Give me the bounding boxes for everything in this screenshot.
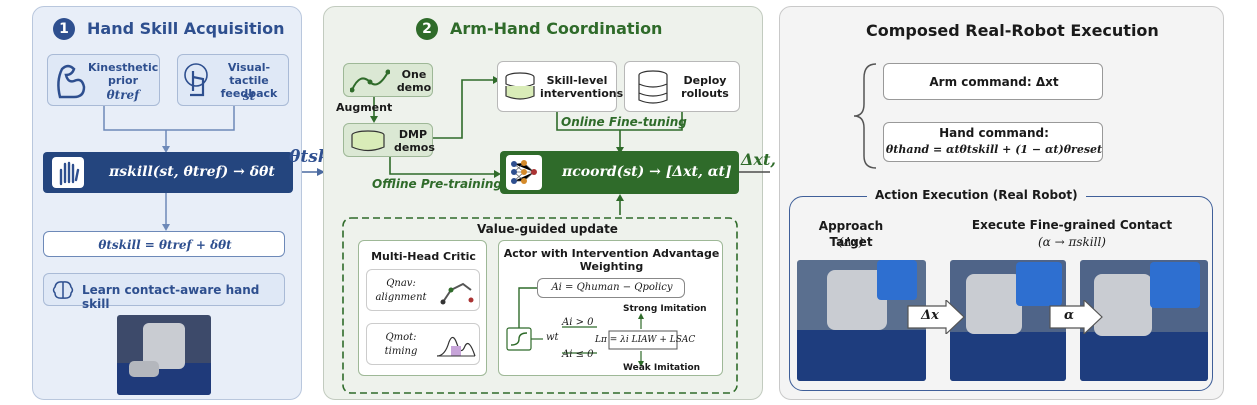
dmp-demos-box: DMP demos [343,123,435,157]
approach-target-symbol: (Δx) [838,235,864,249]
alpha-arrow-label: α [1063,308,1074,323]
panel3-title: Composed Real-Robot Execution [866,21,1159,40]
robot-arm-icon [440,282,474,305]
weak-imitation-label: Weak Imitation [623,363,701,373]
delta-x-arrow [907,300,965,334]
one-demo-label: One demo [396,68,432,94]
alpha-arrow [1049,300,1103,334]
coord-policy-eq: πcoord(st) → [Δxt, αt] [562,164,732,180]
actor-title: Actor with Intervention Advantage Weight… [503,247,720,273]
offline-pretraining-label: Offline Pre-training [372,177,502,191]
deploy-rollouts-box: Deploy rollouts [624,61,740,112]
learn-skill-box: Learn contact-aware hand skill [43,273,285,311]
step-2-badge: 2 [416,18,438,40]
visual-label: Visual-tactile feedback [220,61,278,100]
skill-policy-eq: πskill(st, θtref) → δθt [109,164,275,180]
critic-title: Multi-Head Critic [371,250,476,263]
learn-skill-label: Learn contact-aware hand skill [82,283,260,311]
fine-contact-label: Execute Fine-grained Contact [971,218,1173,232]
panel1-connectors [103,106,325,231]
hand-command-box: Hand command: θthand = αtθtskill + (1 − … [883,122,1103,162]
skill-level-label: Skill-level interventions [540,74,624,100]
q-mot-label: Qmot: timing [384,332,418,357]
theta-skill-eq: θtskill = θtref + δθt [98,238,232,252]
timing-curve-icon [436,336,476,357]
panel2-connectors [342,76,770,394]
fine-contact-symbol: (α → πskill) [1038,235,1106,249]
strong-imitation-label: Strong Imitation [623,304,707,314]
critic-box: Multi-Head Critic Qnav: alignment Qmot: … [358,240,487,376]
contact-photo-1 [950,260,1066,381]
advantage-box: Ai = Qhuman − Qpolicy [537,278,685,298]
panel1-title: Hand Skill Acquisition [87,19,285,38]
q-nav-box: Qnav: alignment [366,269,480,311]
online-finetuning-label: Online Fine-tuning [561,115,687,129]
arm-command-box: Arm command: Δxt [883,63,1103,100]
robot-hand-icon [52,157,84,188]
skill-policy-bar: πskill(st, θtref) → δθt [43,152,293,193]
kinesthetic-label: Kinesthetic prior [88,61,159,87]
loss-eq: Lπ = λi LIAW + LSAC [595,335,696,345]
deploy-rollouts-label: Deploy rollouts [681,74,729,100]
database-rollouts-icon [638,70,668,104]
advantage-eq: Ai = Qhuman − Qpolicy [551,282,673,293]
delta-x-arrow-label: Δx [921,308,939,323]
hand-command-title: Hand command: [939,126,1049,140]
action-execution-title: Action Execution (Real Robot) [867,188,1086,202]
contact-photo-2 [1080,260,1208,381]
visual-symbol: st [242,89,256,103]
neural-network-icon [506,155,542,190]
approach-photo [797,260,926,381]
database-stack-icon [505,72,535,100]
q-mot-box: Qmot: timing [366,323,480,365]
augment-label: Augment [336,101,393,114]
actor-box: Actor with Intervention Advantage Weight… [498,240,723,376]
dmp-demos-label: DMP demos [394,128,435,154]
kinesthetic-symbol: θtref [106,88,140,102]
brain-icon [52,281,74,299]
muscle-arm-icon [57,64,86,99]
actor-connectors [506,287,678,367]
arm-command-label: Arm command: Δxt [929,75,1059,89]
wt-label: wt [546,332,559,343]
trajectory-icon [350,69,390,93]
kinesthetic-prior-box: Kinesthetic prior θtref [47,54,160,106]
touch-icon [184,63,208,97]
hand-command-eq: θthand = αtθtskill + (1 − αt)θreset [885,143,1103,156]
skill-level-box: Skill-level interventions [497,61,624,112]
one-demo-box: One demo [343,63,433,97]
value-guided-label: Value-guided update [477,222,618,236]
q-nav-label: Qnav: alignment [375,278,427,303]
approach-target-label: Approach Target [818,219,884,249]
theta-skill-box: θtskill = θtref + δθt [43,231,285,257]
visual-tactile-box: Visual-tactile feedback st [177,54,289,106]
cond-neg: Ai ≤ 0 [562,349,594,360]
hand-skill-photo [117,315,211,395]
coord-policy-bar: πcoord(st) → [Δxt, αt] [500,151,739,194]
database-icon [351,130,385,152]
step-1-badge: 1 [53,18,75,40]
cond-pos: Ai > 0 [562,317,594,328]
brace-icon [853,63,877,169]
panel2-title: Arm-Hand Coordination [450,19,663,38]
